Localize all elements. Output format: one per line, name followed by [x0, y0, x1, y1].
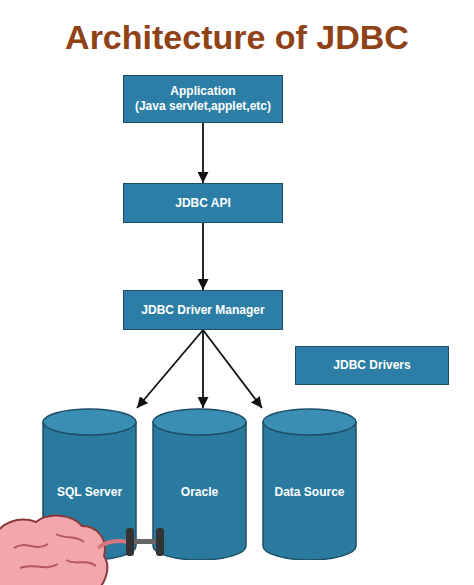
node-label: JDBC API — [175, 196, 231, 211]
cylinder-outline — [42, 408, 137, 560]
database-cylinder: Data Source — [262, 408, 357, 560]
database-cylinder: SQL Server — [42, 408, 137, 560]
cylinder-body — [263, 422, 356, 560]
diagram-title: Architecture of JDBC — [0, 18, 474, 57]
node-label: (Java servlet,applet,etc) — [135, 99, 271, 114]
node-label: Data Source — [274, 485, 344, 500]
cylinder-top — [43, 409, 136, 435]
arrow-connector — [202, 330, 204, 408]
connector-group — [203, 123, 204, 183]
arrow-connector — [202, 223, 204, 290]
node-label: JDBC Driver Manager — [141, 303, 264, 318]
cylinder-outline — [262, 408, 357, 560]
node-label: Oracle — [181, 485, 218, 500]
cylinder-top — [263, 409, 356, 435]
arrow-connector — [203, 330, 262, 408]
cylinder-body — [43, 422, 136, 560]
connector-group — [203, 223, 204, 290]
node-label: SQL Server — [57, 485, 122, 500]
process-box: Application(Java servlet,applet,etc) — [123, 75, 283, 123]
arrow-connector — [202, 123, 204, 183]
connector-group — [137, 330, 203, 408]
node-label: JDBC Drivers — [333, 358, 410, 373]
node-label: Application — [170, 84, 235, 99]
connector-group — [203, 330, 262, 408]
process-box: JDBC API — [123, 183, 283, 223]
cylinder-top — [153, 409, 246, 435]
process-box: JDBC Drivers — [295, 346, 449, 385]
arrow-connector — [137, 330, 203, 408]
process-box: JDBC Driver Manager — [123, 290, 283, 330]
database-cylinder: Oracle — [152, 408, 247, 560]
cylinder-body — [153, 422, 246, 560]
connector-group — [203, 330, 204, 408]
cylinder-outline — [152, 408, 247, 560]
